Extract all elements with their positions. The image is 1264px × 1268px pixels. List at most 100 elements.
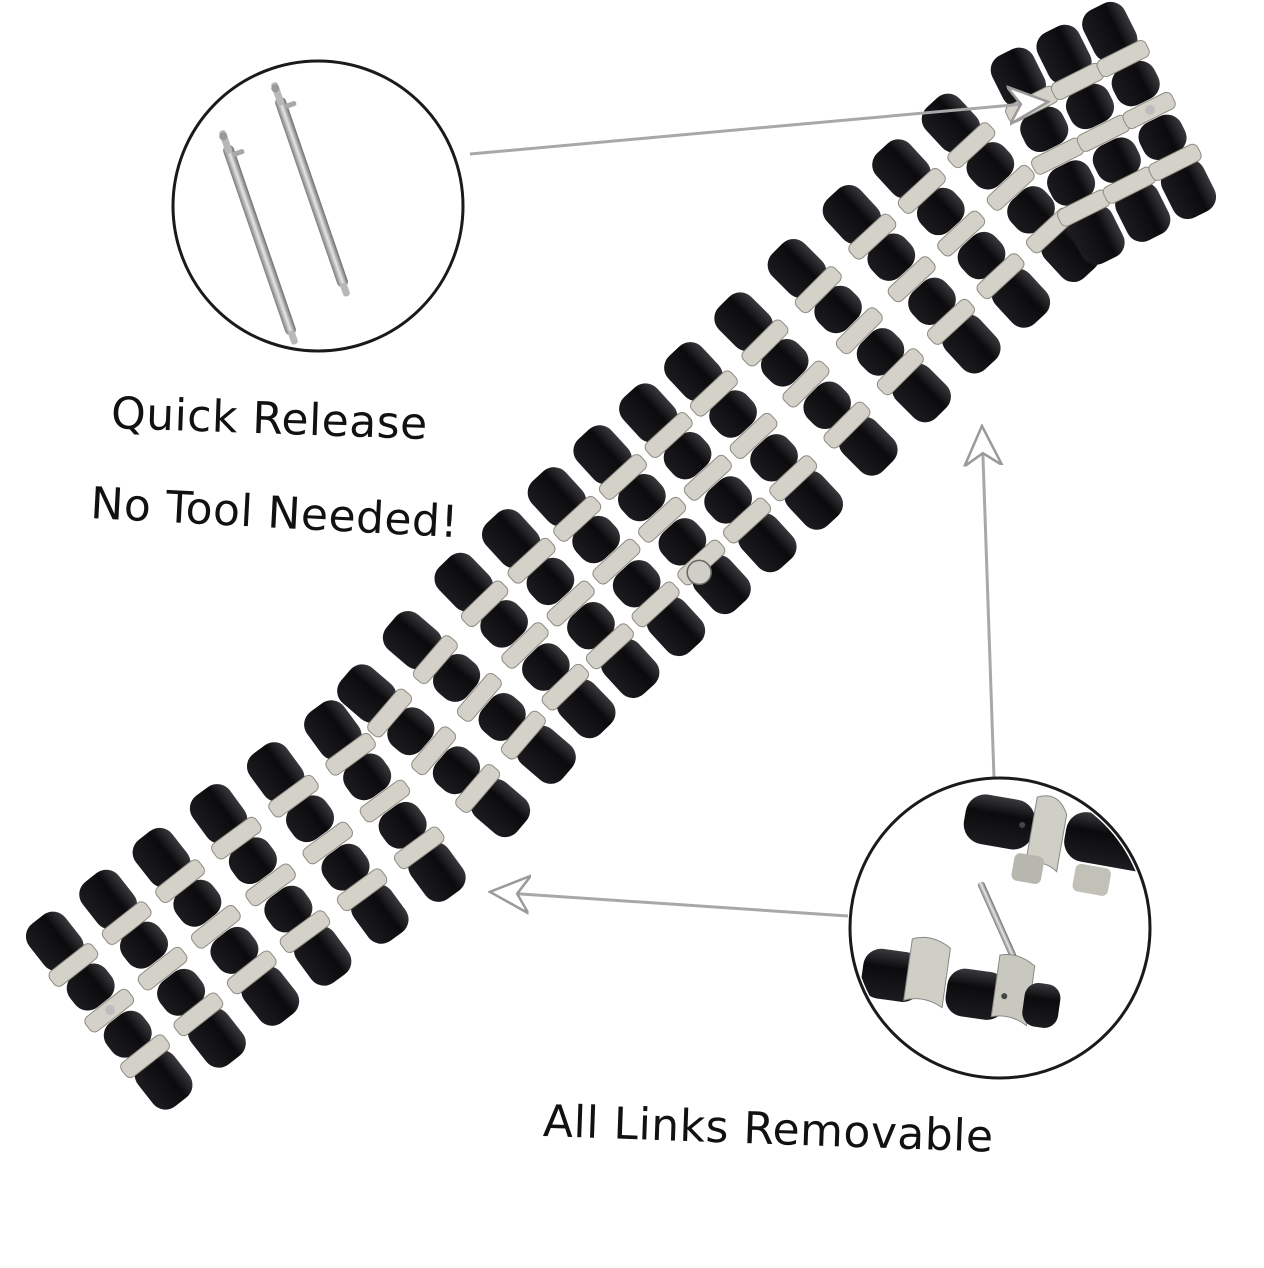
band-link-silver <box>585 623 634 670</box>
band-link-silver <box>101 901 152 945</box>
band-link-row <box>527 467 706 657</box>
band-link-black <box>1111 60 1160 107</box>
band-link-black <box>966 142 1015 190</box>
band-end-pin <box>1145 105 1155 115</box>
band-link-silver <box>211 816 262 860</box>
band-link-silver <box>723 497 772 544</box>
band-link-row <box>822 185 1001 374</box>
band-link-black <box>1138 114 1187 160</box>
band-link-black <box>264 885 313 933</box>
band-link-black <box>432 746 481 795</box>
band-link-black <box>617 473 666 522</box>
band-link-black <box>814 285 862 334</box>
band-link-black <box>1082 1 1138 62</box>
band-link-row <box>246 742 409 944</box>
band-link-silver <box>191 904 241 949</box>
band-link-silver <box>393 826 445 870</box>
band-link-black <box>1160 159 1217 220</box>
band-link-black <box>658 518 707 566</box>
band-link-row <box>25 911 193 1110</box>
spring-pin-right <box>271 82 350 297</box>
arrow-to-band-end <box>469 102 1046 156</box>
band-link-black <box>480 600 528 648</box>
removable-links-icon <box>848 776 1152 1080</box>
band-link-black <box>343 753 392 801</box>
band-link-black <box>321 843 370 891</box>
band-link-silver <box>501 622 549 669</box>
band-link-row <box>434 552 616 739</box>
band-link-silver <box>848 213 897 260</box>
band-link-black <box>709 390 757 438</box>
band-link-silver <box>456 673 502 722</box>
band-link-black <box>157 968 206 1016</box>
band-link-black <box>957 231 1006 280</box>
band-link-silver <box>741 319 789 367</box>
band-link-black <box>103 1010 152 1058</box>
band-link-black <box>916 187 965 236</box>
band-link-black <box>663 432 712 480</box>
band-link-row <box>1036 24 1171 242</box>
band-link-silver <box>173 992 224 1037</box>
band-link-silver <box>1148 143 1202 181</box>
band-link-silver <box>245 863 296 907</box>
band-link-row <box>573 425 751 615</box>
band-link-row <box>664 342 843 530</box>
band-link-silver <box>782 360 830 408</box>
arrow-to-band-link <box>492 892 849 918</box>
band-link-silver <box>986 164 1035 211</box>
link-pin <box>977 881 1024 974</box>
band-link-silver <box>592 538 641 585</box>
band-link-silver <box>325 732 376 776</box>
band-link-silver <box>268 774 319 818</box>
band-link-row <box>304 700 466 902</box>
band-link-black <box>612 560 661 608</box>
band-link-silver <box>541 663 589 711</box>
band-link-row <box>382 611 576 784</box>
band-link-row <box>872 139 1051 328</box>
band-link-silver <box>336 868 388 912</box>
band-link-silver <box>794 266 842 314</box>
link-piece-lower <box>861 936 1061 1028</box>
band-link-silver <box>683 454 732 501</box>
band-link-silver <box>690 370 738 417</box>
band-link-black <box>908 277 956 325</box>
band-link-black <box>572 515 620 564</box>
band-link-black <box>1047 160 1096 206</box>
band-link-silver <box>155 859 205 904</box>
band-end-pin <box>105 1005 115 1015</box>
band-link-black <box>803 381 851 430</box>
band-link-black <box>286 795 335 843</box>
band-link-silver <box>644 412 693 458</box>
band-link-black <box>432 653 481 702</box>
band-link-row <box>189 784 352 986</box>
band-link-black <box>478 693 526 741</box>
band-link-silver <box>359 779 411 823</box>
butterfly-clasp-button <box>686 559 712 586</box>
band-link-black <box>120 921 168 969</box>
band-link-silver <box>412 635 458 685</box>
band-link-black <box>387 707 435 756</box>
band-link-silver <box>876 348 924 396</box>
band-link-silver <box>769 455 818 502</box>
band-link-row <box>481 509 660 698</box>
band-link-silver <box>897 167 946 214</box>
band-link-black <box>228 837 277 885</box>
band-link-black <box>1092 137 1141 183</box>
band-link-silver <box>367 688 413 738</box>
band-link-silver <box>546 580 595 627</box>
band-link-silver <box>835 307 883 355</box>
band-link-silver <box>729 412 778 459</box>
band-link-silver <box>631 581 680 628</box>
band-link-black <box>856 328 905 376</box>
spring-bar-pins-icon <box>171 59 465 353</box>
band-link-silver <box>1096 39 1150 78</box>
band-link-black <box>750 434 798 482</box>
band-link-row <box>337 664 531 838</box>
band-link-black <box>378 801 427 849</box>
band-link-black <box>66 963 115 1011</box>
arrow-to-band-middle <box>982 428 996 837</box>
spring-pin-left <box>219 130 298 345</box>
band-link-black <box>1007 186 1055 234</box>
